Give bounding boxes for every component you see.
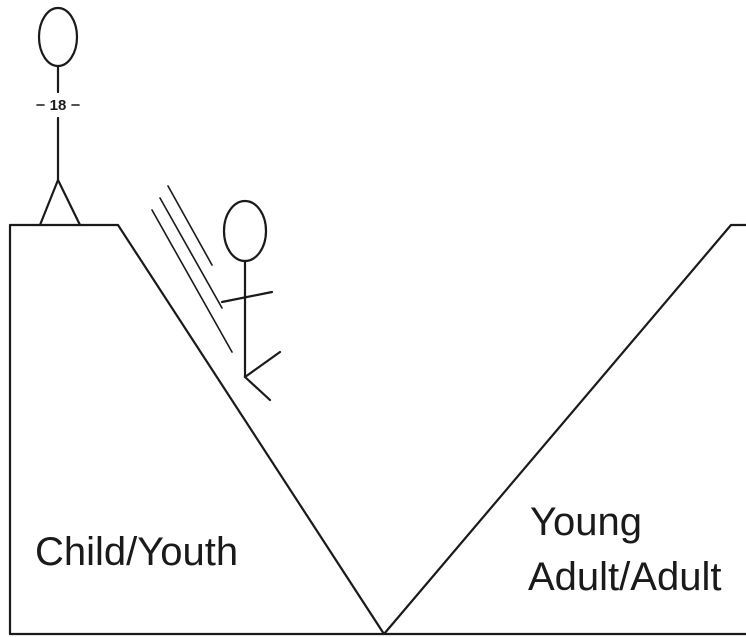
child-youth-label: Child/Youth [35, 530, 238, 574]
adult-label: Adult/Adult [528, 555, 721, 599]
sliding-figure-arms [220, 290, 274, 304]
standing-figure-legs [38, 178, 82, 227]
motion-line-3 [167, 185, 213, 266]
age-marker-label: 18 [50, 97, 67, 114]
sliding-figure [220, 199, 282, 402]
motion-line-1 [151, 209, 233, 353]
sliding-figure-leg-front [243, 350, 282, 379]
sliding-figure-head [222, 199, 268, 263]
standing-figure: 18 [36, 6, 82, 227]
motion-lines [151, 185, 233, 353]
cliff-outline [8, 223, 746, 636]
young-label: Young [530, 500, 642, 544]
motion-line-2 [159, 197, 223, 309]
sliding-figure-leg-back [243, 375, 272, 402]
standing-figure-head [37, 6, 79, 68]
